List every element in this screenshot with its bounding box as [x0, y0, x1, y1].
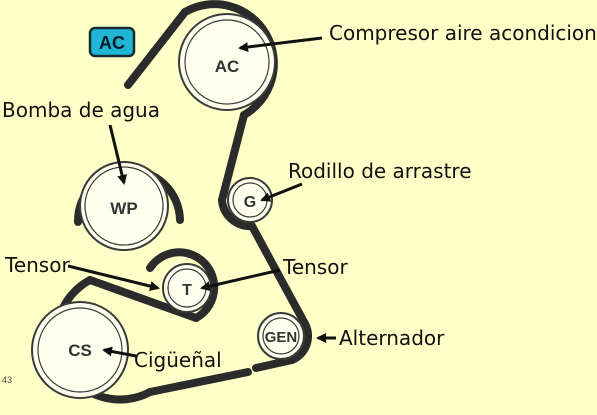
belt-run-cs-bottom: [146, 368, 252, 396]
ac-badge-text: AC: [99, 33, 125, 53]
belt-run-ac-left: [124, 8, 189, 89]
belt-run-t-cs: [86, 276, 200, 322]
callout-tensor-left: Tensor: [4, 253, 70, 277]
pulley-label-t: T: [182, 282, 192, 299]
ac-badge: AC: [88, 26, 136, 58]
belt-wrap-gen: [288, 318, 313, 364]
callout-arrows: [67, 36, 336, 358]
arrow-rodillo: [260, 182, 303, 202]
pulley-gen: GEN: [257, 312, 305, 360]
belt-wrap-g: [218, 196, 256, 231]
arrow-ciguenal: [102, 346, 137, 358]
pulley-wp: WP: [79, 161, 169, 251]
callout-alternador: Alternador: [339, 326, 445, 350]
pulley-label-cs: CS: [68, 341, 92, 360]
callout-ciguenal: Cigüeñal: [134, 348, 222, 372]
pulley-label-g: G: [244, 194, 256, 211]
pulley-g: G: [227, 177, 273, 223]
callout-bomba: Bomba de agua: [2, 98, 160, 122]
pulley-label-ac: AC: [215, 57, 240, 76]
serpentine-belt: [52, 0, 313, 404]
arrow-tensor-right: [200, 268, 281, 292]
callout-compresor: Compresor aire acondicionado: [329, 21, 597, 45]
callout-rodillo: Rodillo de arrastre: [288, 159, 472, 183]
page-number: 43: [2, 375, 12, 385]
pulley-label-wp: WP: [110, 199, 137, 218]
belt-wrap-t: [146, 248, 219, 322]
arrow-bomba: [108, 124, 127, 185]
belt-run-gen-exit: [252, 356, 296, 372]
pulley-label-gen: GEN: [265, 329, 298, 346]
pulley-ac: AC: [178, 13, 276, 111]
callout-tensor-right: Tensor: [282, 255, 348, 279]
arrow-tensor-left: [67, 264, 160, 291]
belt-run-g-gen: [248, 222, 308, 326]
belt-run-ac-g: [218, 111, 248, 204]
pulley-cs: CS: [31, 301, 129, 399]
arrow-compresor: [238, 36, 323, 52]
